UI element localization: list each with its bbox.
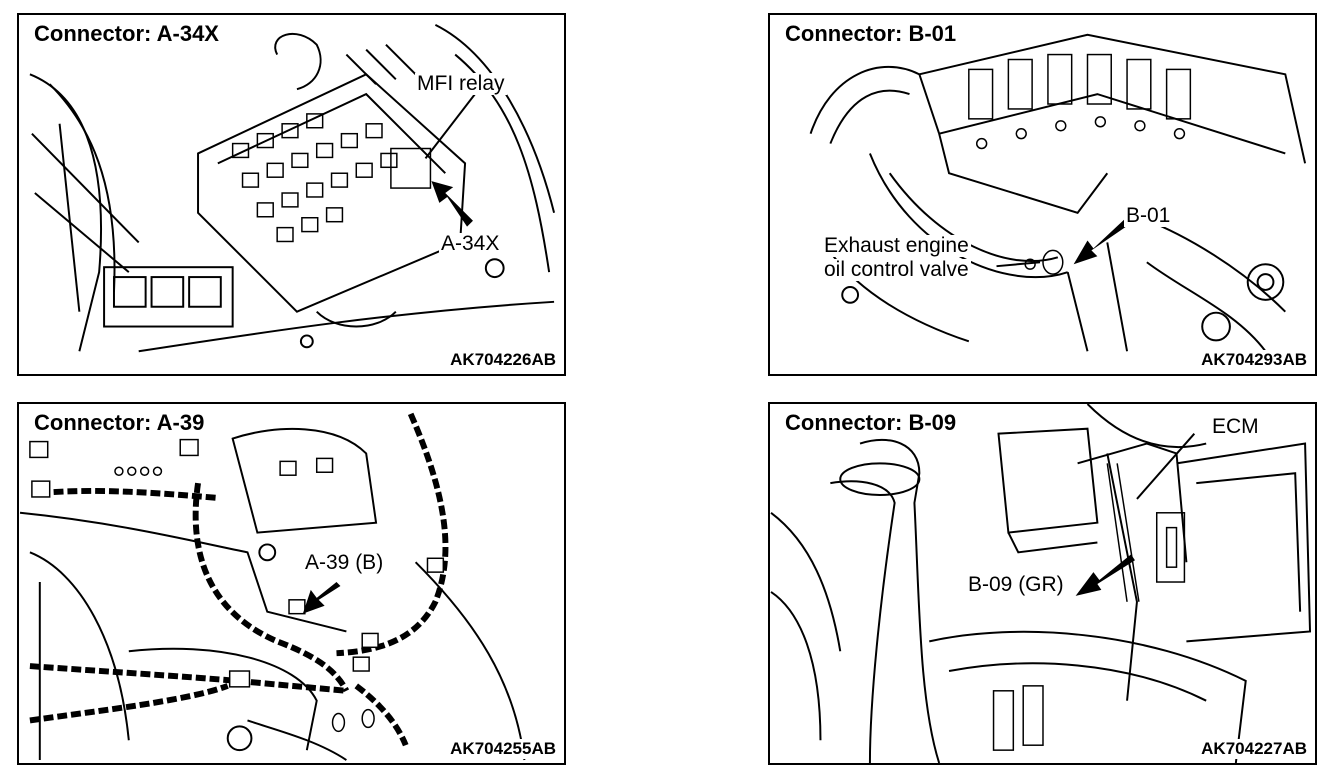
callout-a34x: A-34X bbox=[439, 232, 502, 256]
wiring-harness-illustration bbox=[19, 412, 526, 761]
callout-mfi-relay: MFI relay bbox=[415, 72, 507, 96]
panel-title: Connector: A-34X bbox=[31, 21, 222, 47]
callout-a39-b: A-39 (B) bbox=[303, 551, 386, 575]
figure-code: AK704227AB bbox=[1199, 739, 1309, 759]
panel-connector-b09: Connector: B-09 ECM B-09 (GR) AK704227AB bbox=[768, 402, 1317, 765]
panel-title: Connector: B-01 bbox=[782, 21, 960, 47]
callout-exhaust-engine: Exhaust engine bbox=[822, 234, 971, 258]
engine-bay-illustration bbox=[29, 24, 556, 353]
engine-illustration bbox=[809, 33, 1307, 352]
figure-code: AK704255AB bbox=[448, 739, 558, 759]
panel-title: Connector: B-09 bbox=[782, 410, 960, 436]
panel-title: Connector: A-39 bbox=[31, 410, 208, 436]
ecm-illustration bbox=[770, 404, 1312, 763]
panel-connector-b01: Connector: B-01 B-01 Exhaust engine oil … bbox=[768, 13, 1317, 376]
figure-code: AK704293AB bbox=[1199, 350, 1309, 370]
callout-oil-control-valve: oil control valve bbox=[822, 258, 971, 282]
callout-b09-gr: B-09 (GR) bbox=[966, 573, 1066, 597]
figure-code: AK704226AB bbox=[448, 350, 558, 370]
callout-ecm: ECM bbox=[1210, 415, 1261, 439]
panel-connector-a39: Connector: A-39 A-39 (B) AK704255AB bbox=[17, 402, 566, 765]
panel-connector-a34x: Connector: A-34X MFI relay A-34X AK70422… bbox=[17, 13, 566, 376]
callout-b01: B-01 bbox=[1124, 204, 1173, 228]
